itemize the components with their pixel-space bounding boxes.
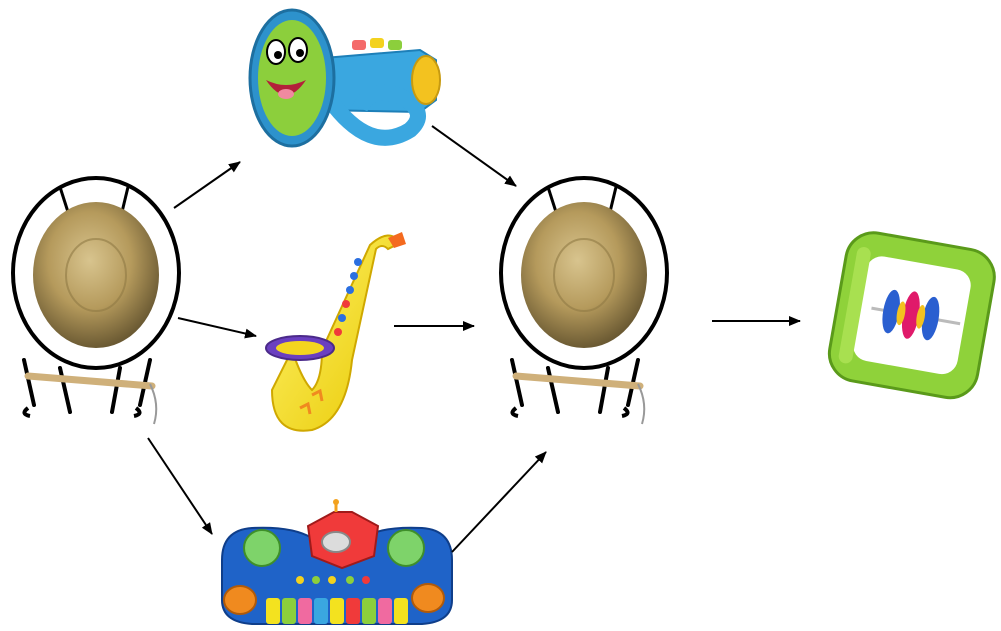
keyboard-node (222, 499, 452, 624)
gong-icon (13, 178, 179, 424)
arrow-keyboard-to-gong-center (452, 452, 546, 552)
saxophone-node (266, 232, 406, 431)
rattle-node (825, 228, 999, 402)
arrow-gong-left-to-keyboard (148, 438, 212, 534)
toy-keyboard-icon (222, 499, 452, 624)
arrow-gong-left-to-saxophone (178, 318, 256, 336)
gong-center-node (501, 178, 667, 424)
toy-saxophone-icon (266, 232, 406, 431)
arrow-trumpet-to-gong-center (432, 126, 516, 186)
toy-trumpet-icon (250, 10, 440, 146)
gong-icon (501, 178, 667, 424)
arrow-gong-left-to-trumpet (174, 162, 240, 208)
baby-rattle-icon (825, 228, 999, 402)
trumpet-node (250, 10, 440, 146)
edges (148, 126, 800, 552)
gong-left-node (13, 178, 179, 424)
